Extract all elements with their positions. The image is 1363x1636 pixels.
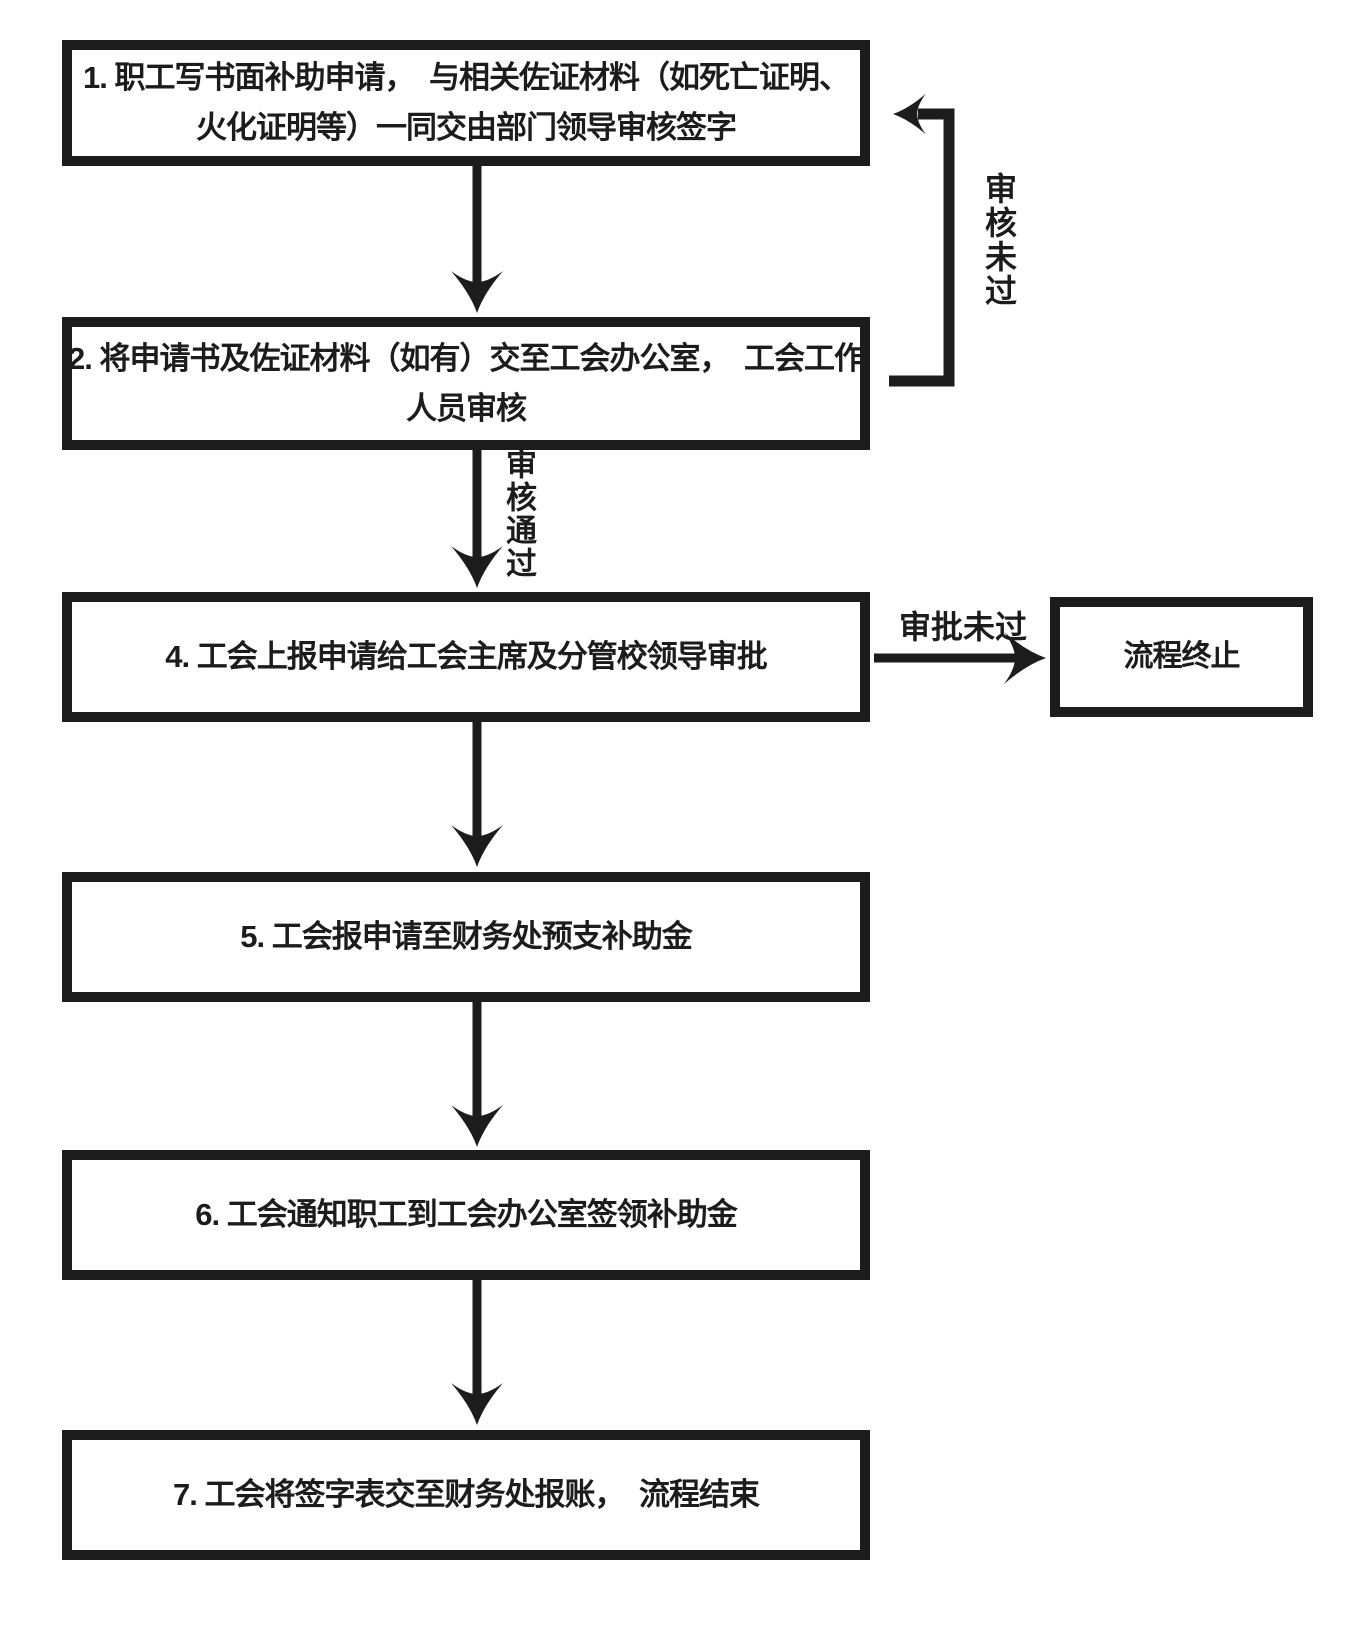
flow-step-5-text: 5. 工会报申请至财务处预支补助金	[240, 919, 692, 954]
arrow-step6-to-step7	[451, 1280, 503, 1425]
label-review-passed: 审核通过	[501, 448, 536, 580]
label-review-not-passed: 审核未过	[981, 172, 1017, 308]
flow-step-4-box: 4. 工会上报申请给工会主席及分管校领导审批	[62, 592, 870, 722]
flow-step-7-text: 7. 工会将签字表交至财务处报账， 流程结束	[173, 1477, 760, 1512]
flow-step-6-text: 6. 工会通知职工到工会办公室签领补助金	[195, 1197, 737, 1232]
arrow-step5-to-step6	[451, 1002, 503, 1147]
flow-step-2-text-line2: 人员审核	[406, 390, 527, 426]
flow-step-7-box: 7. 工会将签字表交至财务处报账， 流程结束	[62, 1430, 870, 1560]
flow-terminate-text: 流程终止	[1123, 640, 1241, 673]
arrow-step1-to-step2	[451, 166, 503, 313]
flow-step-5-box: 5. 工会报申请至财务处预支补助金	[62, 872, 870, 1002]
arrow-step4-to-step5	[451, 722, 503, 867]
flow-step-1-text-line2: 火化证明等）一同交由部门领导审核签字	[196, 110, 737, 145]
label-approval-not-passed: 审批未过	[898, 609, 1027, 645]
flow-step-4-text: 4. 工会上报申请给工会主席及分管校领导审批	[165, 639, 767, 674]
flow-step-2-text-line1: 2. 将申请书及佐证材料（如有）交至工会办公室， 工会工作	[68, 340, 865, 376]
flow-terminate-box: 流程终止	[1050, 597, 1313, 717]
flow-step-6-box: 6. 工会通知职工到工会办公室签领补助金	[62, 1150, 870, 1280]
arrow-step2-loopback-to-step1	[889, 93, 955, 387]
flow-step-1-box: 1. 职工写书面补助申请， 与相关佐证材料（如死亡证明、 火化证明等）一同交由部…	[62, 40, 870, 166]
flow-step-2-box: 2. 将申请书及佐证材料（如有）交至工会办公室， 工会工作 人员审核	[62, 317, 870, 450]
flow-step-1-text-line1: 1. 职工写书面补助申请， 与相关佐证材料（如死亡证明、	[83, 60, 850, 95]
